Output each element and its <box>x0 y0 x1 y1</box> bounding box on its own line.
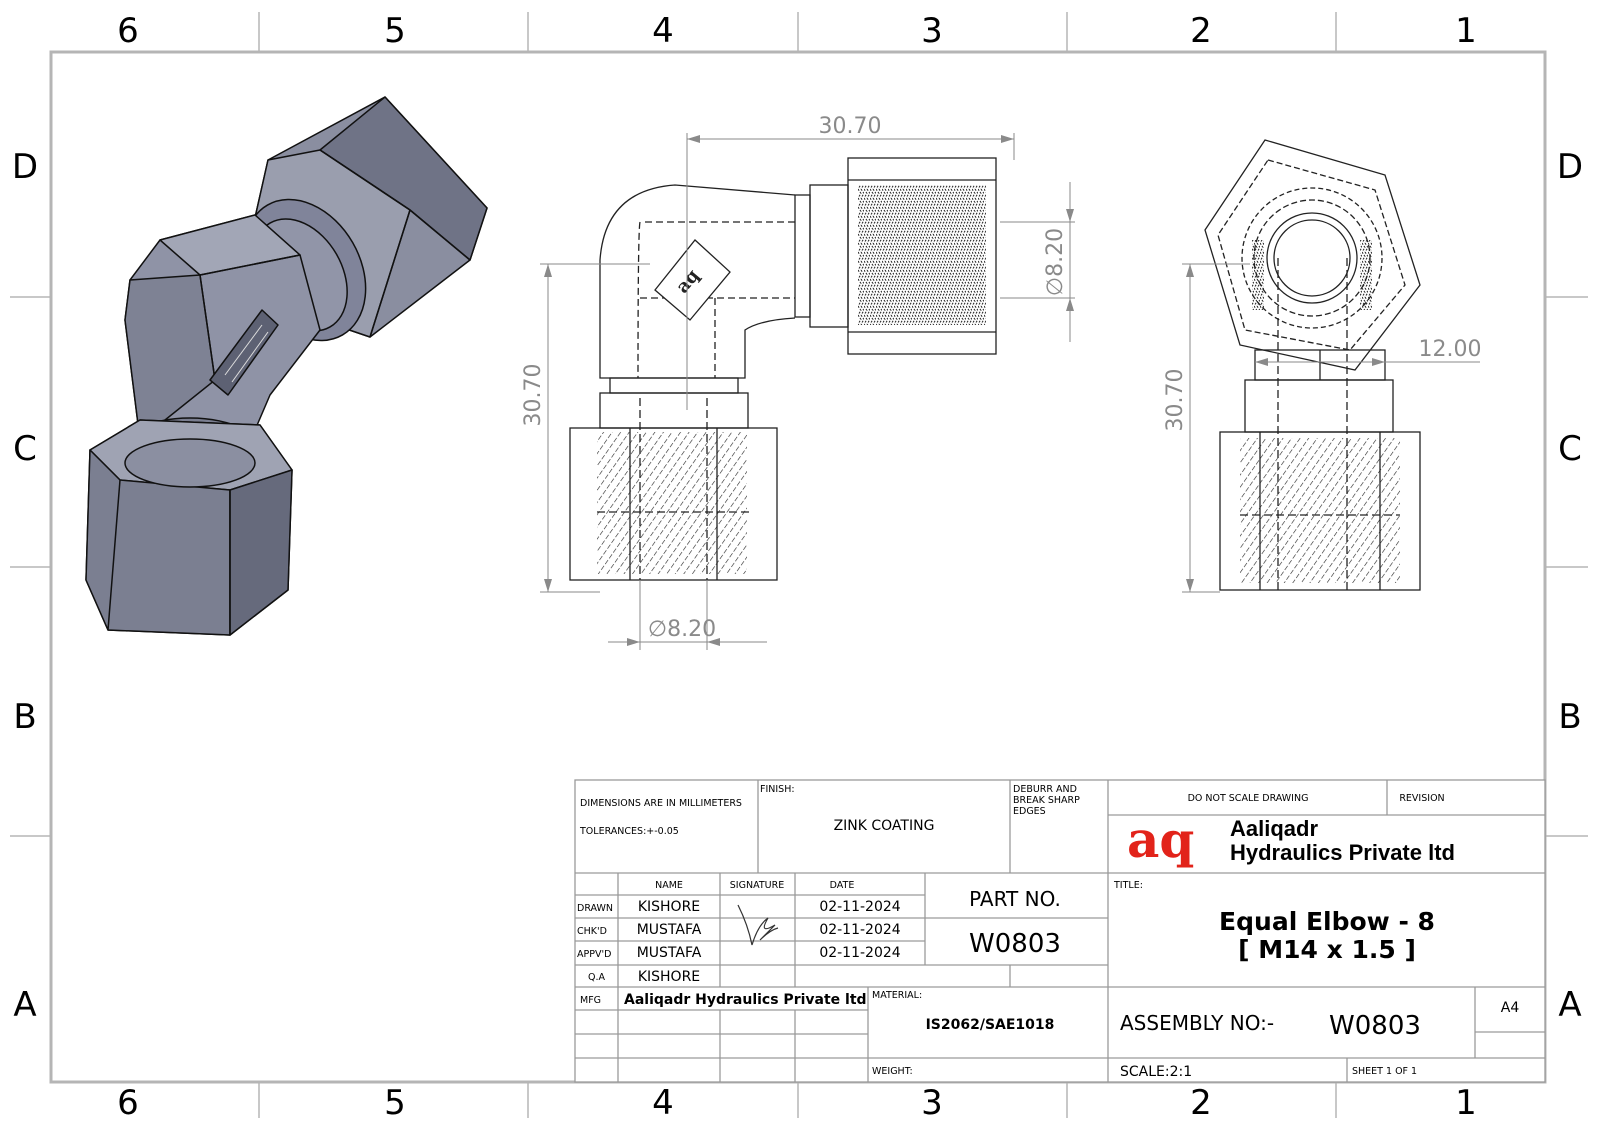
row-role: Q.A <box>588 972 605 983</box>
zone-col-4: 4 <box>652 1083 674 1123</box>
zone-col-1: 1 <box>1455 11 1477 51</box>
revision-label: REVISION <box>1399 793 1444 804</box>
weight-label: WEIGHT: <box>872 1066 913 1077</box>
zone-col-1: 1 <box>1455 1083 1477 1123</box>
deburr-line2: BREAK SHARP <box>1013 795 1080 806</box>
row-name: MUSTAFA <box>637 922 702 938</box>
zone-col-5: 5 <box>384 11 406 51</box>
company-logo: aq <box>1127 810 1194 869</box>
front-view-dimensions <box>540 133 1075 650</box>
title-label: TITLE: <box>1113 880 1143 891</box>
drawing-title-line2: [ M14 x 1.5 ] <box>1238 935 1416 964</box>
zone-labels-left: D C B A <box>12 147 38 1025</box>
zone-labels-right: D C B A <box>1557 147 1583 1025</box>
side-view <box>1204 139 1421 591</box>
dim-front-width: 30.70 <box>819 114 882 139</box>
no-scale-note: DO NOT SCALE DRAWING <box>1188 793 1309 804</box>
dim-front-bottom-diameter: ∅8.20 <box>648 617 716 642</box>
dim-front-top-diameter: ∅8.20 <box>1043 228 1068 296</box>
zone-col-6: 6 <box>117 11 139 51</box>
zone-row-d: D <box>12 147 38 187</box>
row-name: MUSTAFA <box>637 945 702 961</box>
row-date: 02-11-2024 <box>819 899 900 915</box>
material-label: MATERIAL: <box>872 990 922 1001</box>
zone-row-b: B <box>13 697 36 737</box>
dim-side-width: 12.00 <box>1419 337 1482 362</box>
signature-mark <box>737 904 779 946</box>
part-no-value: W0803 <box>969 929 1061 959</box>
mfg-label: MFG <box>580 995 601 1006</box>
company-name-line1: Aaliqadr <box>1230 816 1318 841</box>
row-role: DRAWN <box>577 903 613 914</box>
row-name: KISHORE <box>638 969 700 985</box>
zone-col-3: 3 <box>921 1083 943 1123</box>
zone-row-a: A <box>13 985 36 1025</box>
zone-row-d: D <box>1557 147 1583 187</box>
zone-col-2: 2 <box>1190 11 1212 51</box>
col-date-header: DATE <box>830 880 855 891</box>
side-view-dimensions <box>1182 263 1480 593</box>
sheet-size: A4 <box>1501 1000 1520 1016</box>
dim-front-height: 30.70 <box>521 364 546 427</box>
zone-row-c: C <box>1558 429 1582 469</box>
dim-side-height: 30.70 <box>1163 369 1188 432</box>
zone-labels-bottom: 6 5 4 3 2 1 <box>117 1083 1477 1123</box>
assembly-label: ASSEMBLY NO:- <box>1120 1011 1274 1035</box>
row-role: CHK'D <box>577 926 607 937</box>
zone-row-a: A <box>1558 985 1581 1025</box>
zone-row-c: C <box>13 429 37 469</box>
col-signature-header: SIGNATURE <box>730 880 784 891</box>
zone-col-3: 3 <box>921 11 943 51</box>
row-role: APPV'D <box>577 949 611 960</box>
zone-labels-top: 6 5 4 3 2 1 <box>117 11 1477 51</box>
dims-note: DIMENSIONS ARE IN MILLIMETERS <box>580 798 742 809</box>
zone-col-5: 5 <box>384 1083 406 1123</box>
row-date: 02-11-2024 <box>819 922 900 938</box>
material-value: IS2062/SAE1018 <box>926 1017 1055 1033</box>
sheet-count: SHEET 1 OF 1 <box>1352 1066 1417 1077</box>
scale: SCALE:2:1 <box>1120 1064 1192 1080</box>
drawing-title-line1: Equal Elbow - 8 <box>1219 907 1435 936</box>
deburr-line3: EDGES <box>1013 806 1046 817</box>
deburr-line1: DEBURR AND <box>1013 784 1077 795</box>
company-name-line2: Hydraulics Private ltd <box>1230 840 1455 865</box>
zone-row-b: B <box>1558 697 1581 737</box>
zone-col-2: 2 <box>1190 1083 1212 1123</box>
mfg-value: Aaliqadr Hydraulics Private ltd <box>624 992 867 1008</box>
title-block <box>574 779 1546 1083</box>
zone-col-4: 4 <box>652 11 674 51</box>
part-no-label: PART NO. <box>969 887 1061 911</box>
finish-value: ZINK COATING <box>834 818 935 834</box>
row-date: 02-11-2024 <box>819 945 900 961</box>
col-name-header: NAME <box>655 880 683 891</box>
assembly-value: W0803 <box>1329 1011 1421 1041</box>
finish-label: FINISH: <box>760 784 795 795</box>
row-name: KISHORE <box>638 899 700 915</box>
front-view: aq <box>569 157 997 581</box>
isometric-view <box>85 96 488 636</box>
zone-col-6: 6 <box>117 1083 139 1123</box>
tolerances: TOLERANCES:+-0.05 <box>579 826 679 837</box>
